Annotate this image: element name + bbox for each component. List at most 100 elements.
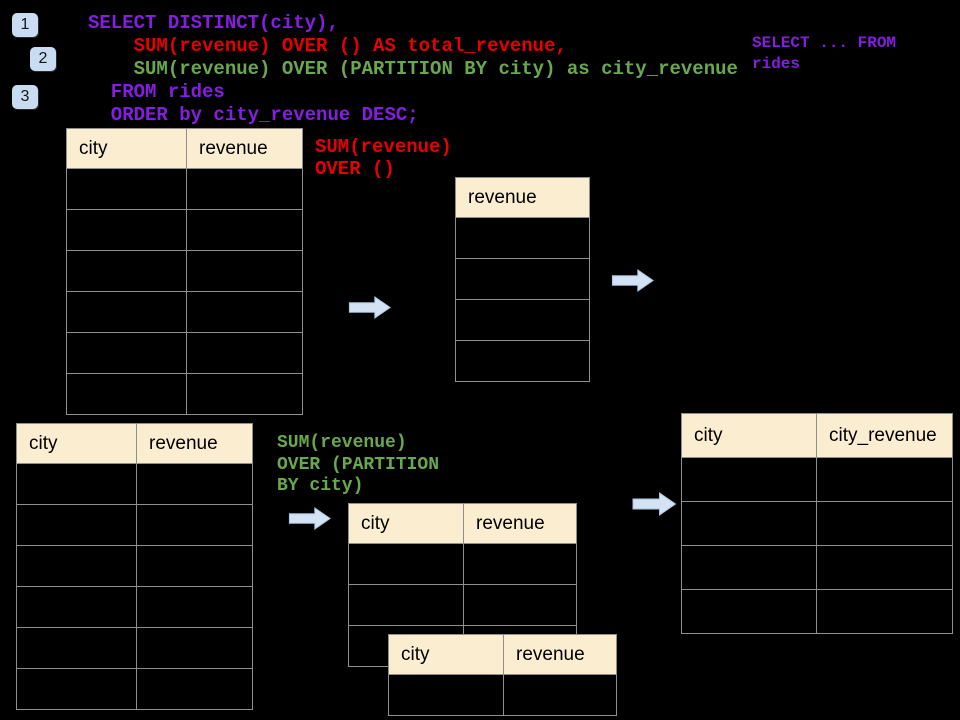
empty-cell xyxy=(348,543,464,585)
empty-cell xyxy=(186,250,303,292)
empty-cell xyxy=(681,589,817,634)
empty-cell xyxy=(66,250,187,292)
table-row xyxy=(16,463,253,505)
empty-cell xyxy=(388,674,504,716)
code-line: SELECT DISTINCT(city), xyxy=(88,12,339,34)
sql-side-snippet: SELECT ... FROM rides xyxy=(752,33,896,75)
step-badge-1: 1 xyxy=(12,13,38,37)
flow-arrow-source-to-total xyxy=(348,296,392,319)
step-badge-2: 2 xyxy=(30,47,56,71)
table-row xyxy=(348,543,577,585)
table-row xyxy=(16,586,253,628)
table-row xyxy=(681,545,953,590)
table-row xyxy=(455,217,590,259)
table-row xyxy=(681,589,953,634)
empty-cell xyxy=(16,586,137,628)
column-header-city: city xyxy=(388,634,504,675)
column-header-revenue: revenue xyxy=(503,634,617,675)
empty-cell xyxy=(66,291,187,333)
right-arrow-icon xyxy=(288,507,331,530)
empty-cell xyxy=(16,627,137,669)
column-header-city: city xyxy=(348,503,464,544)
code-line: rides xyxy=(752,55,801,73)
empty-cell xyxy=(16,463,137,505)
empty-cell xyxy=(136,504,253,546)
empty-cell xyxy=(455,217,590,259)
empty-cell xyxy=(681,501,817,546)
flow-arrow-source-to-partitions xyxy=(288,507,332,530)
empty-cell xyxy=(186,168,303,210)
column-header-revenue: revenue xyxy=(186,128,303,169)
window-label-total-revenue: SUM(revenue)OVER () xyxy=(315,136,452,180)
empty-cell xyxy=(681,545,817,590)
empty-cell xyxy=(136,463,253,505)
table-total-revenue: revenue xyxy=(455,177,590,382)
empty-cell xyxy=(186,332,303,374)
table-row xyxy=(66,168,303,210)
empty-cell xyxy=(503,674,617,716)
empty-cell xyxy=(16,668,137,710)
empty-cell xyxy=(348,584,464,626)
empty-cell xyxy=(681,457,817,502)
table-row xyxy=(348,584,577,626)
table-row xyxy=(388,674,617,716)
table-row xyxy=(66,291,303,333)
empty-cell xyxy=(186,373,303,415)
code-line: SELECT ... FROM xyxy=(752,34,897,52)
table-row xyxy=(455,258,590,300)
column-header-city: city xyxy=(16,423,137,464)
empty-cell xyxy=(816,457,953,502)
table-row xyxy=(455,340,590,382)
empty-cell xyxy=(136,668,253,710)
data-table: revenue xyxy=(455,177,590,382)
empty-cell xyxy=(816,589,953,634)
code-line: OVER (PARTITION xyxy=(277,454,440,475)
code-line: SUM(revenue) xyxy=(315,136,452,158)
column-header-revenue: revenue xyxy=(136,423,253,464)
table-row xyxy=(16,627,253,669)
empty-cell xyxy=(136,545,253,587)
column-header-city: city xyxy=(681,413,817,458)
column-header-city: city xyxy=(66,128,187,169)
flow-arrow-partitions-to-result xyxy=(632,492,677,516)
column-header-revenue: revenue xyxy=(455,177,590,218)
empty-cell xyxy=(66,168,187,210)
empty-cell xyxy=(463,543,577,585)
sql-query-code: SELECT DISTINCT(city), SUM(revenue) OVER… xyxy=(88,12,738,127)
table-row xyxy=(66,373,303,415)
code-line: SUM(revenue) xyxy=(277,433,407,453)
empty-cell xyxy=(16,545,137,587)
empty-cell xyxy=(66,332,187,374)
table-row xyxy=(16,545,253,587)
column-header-city_revenue: city_revenue xyxy=(816,413,953,458)
table-row xyxy=(16,504,253,546)
empty-cell xyxy=(463,584,577,626)
table-row xyxy=(681,457,953,502)
table-row xyxy=(66,332,303,374)
table-row xyxy=(455,299,590,341)
empty-cell xyxy=(816,545,953,590)
empty-cell xyxy=(186,291,303,333)
flow-arrow-total-out xyxy=(611,269,655,292)
right-arrow-icon xyxy=(348,296,391,319)
table-row xyxy=(681,501,953,546)
empty-cell xyxy=(16,504,137,546)
table-row xyxy=(66,250,303,292)
step-badge-3: 3 xyxy=(12,85,38,109)
code-line: FROM rides xyxy=(88,81,225,103)
empty-cell xyxy=(136,586,253,628)
empty-cell xyxy=(816,501,953,546)
